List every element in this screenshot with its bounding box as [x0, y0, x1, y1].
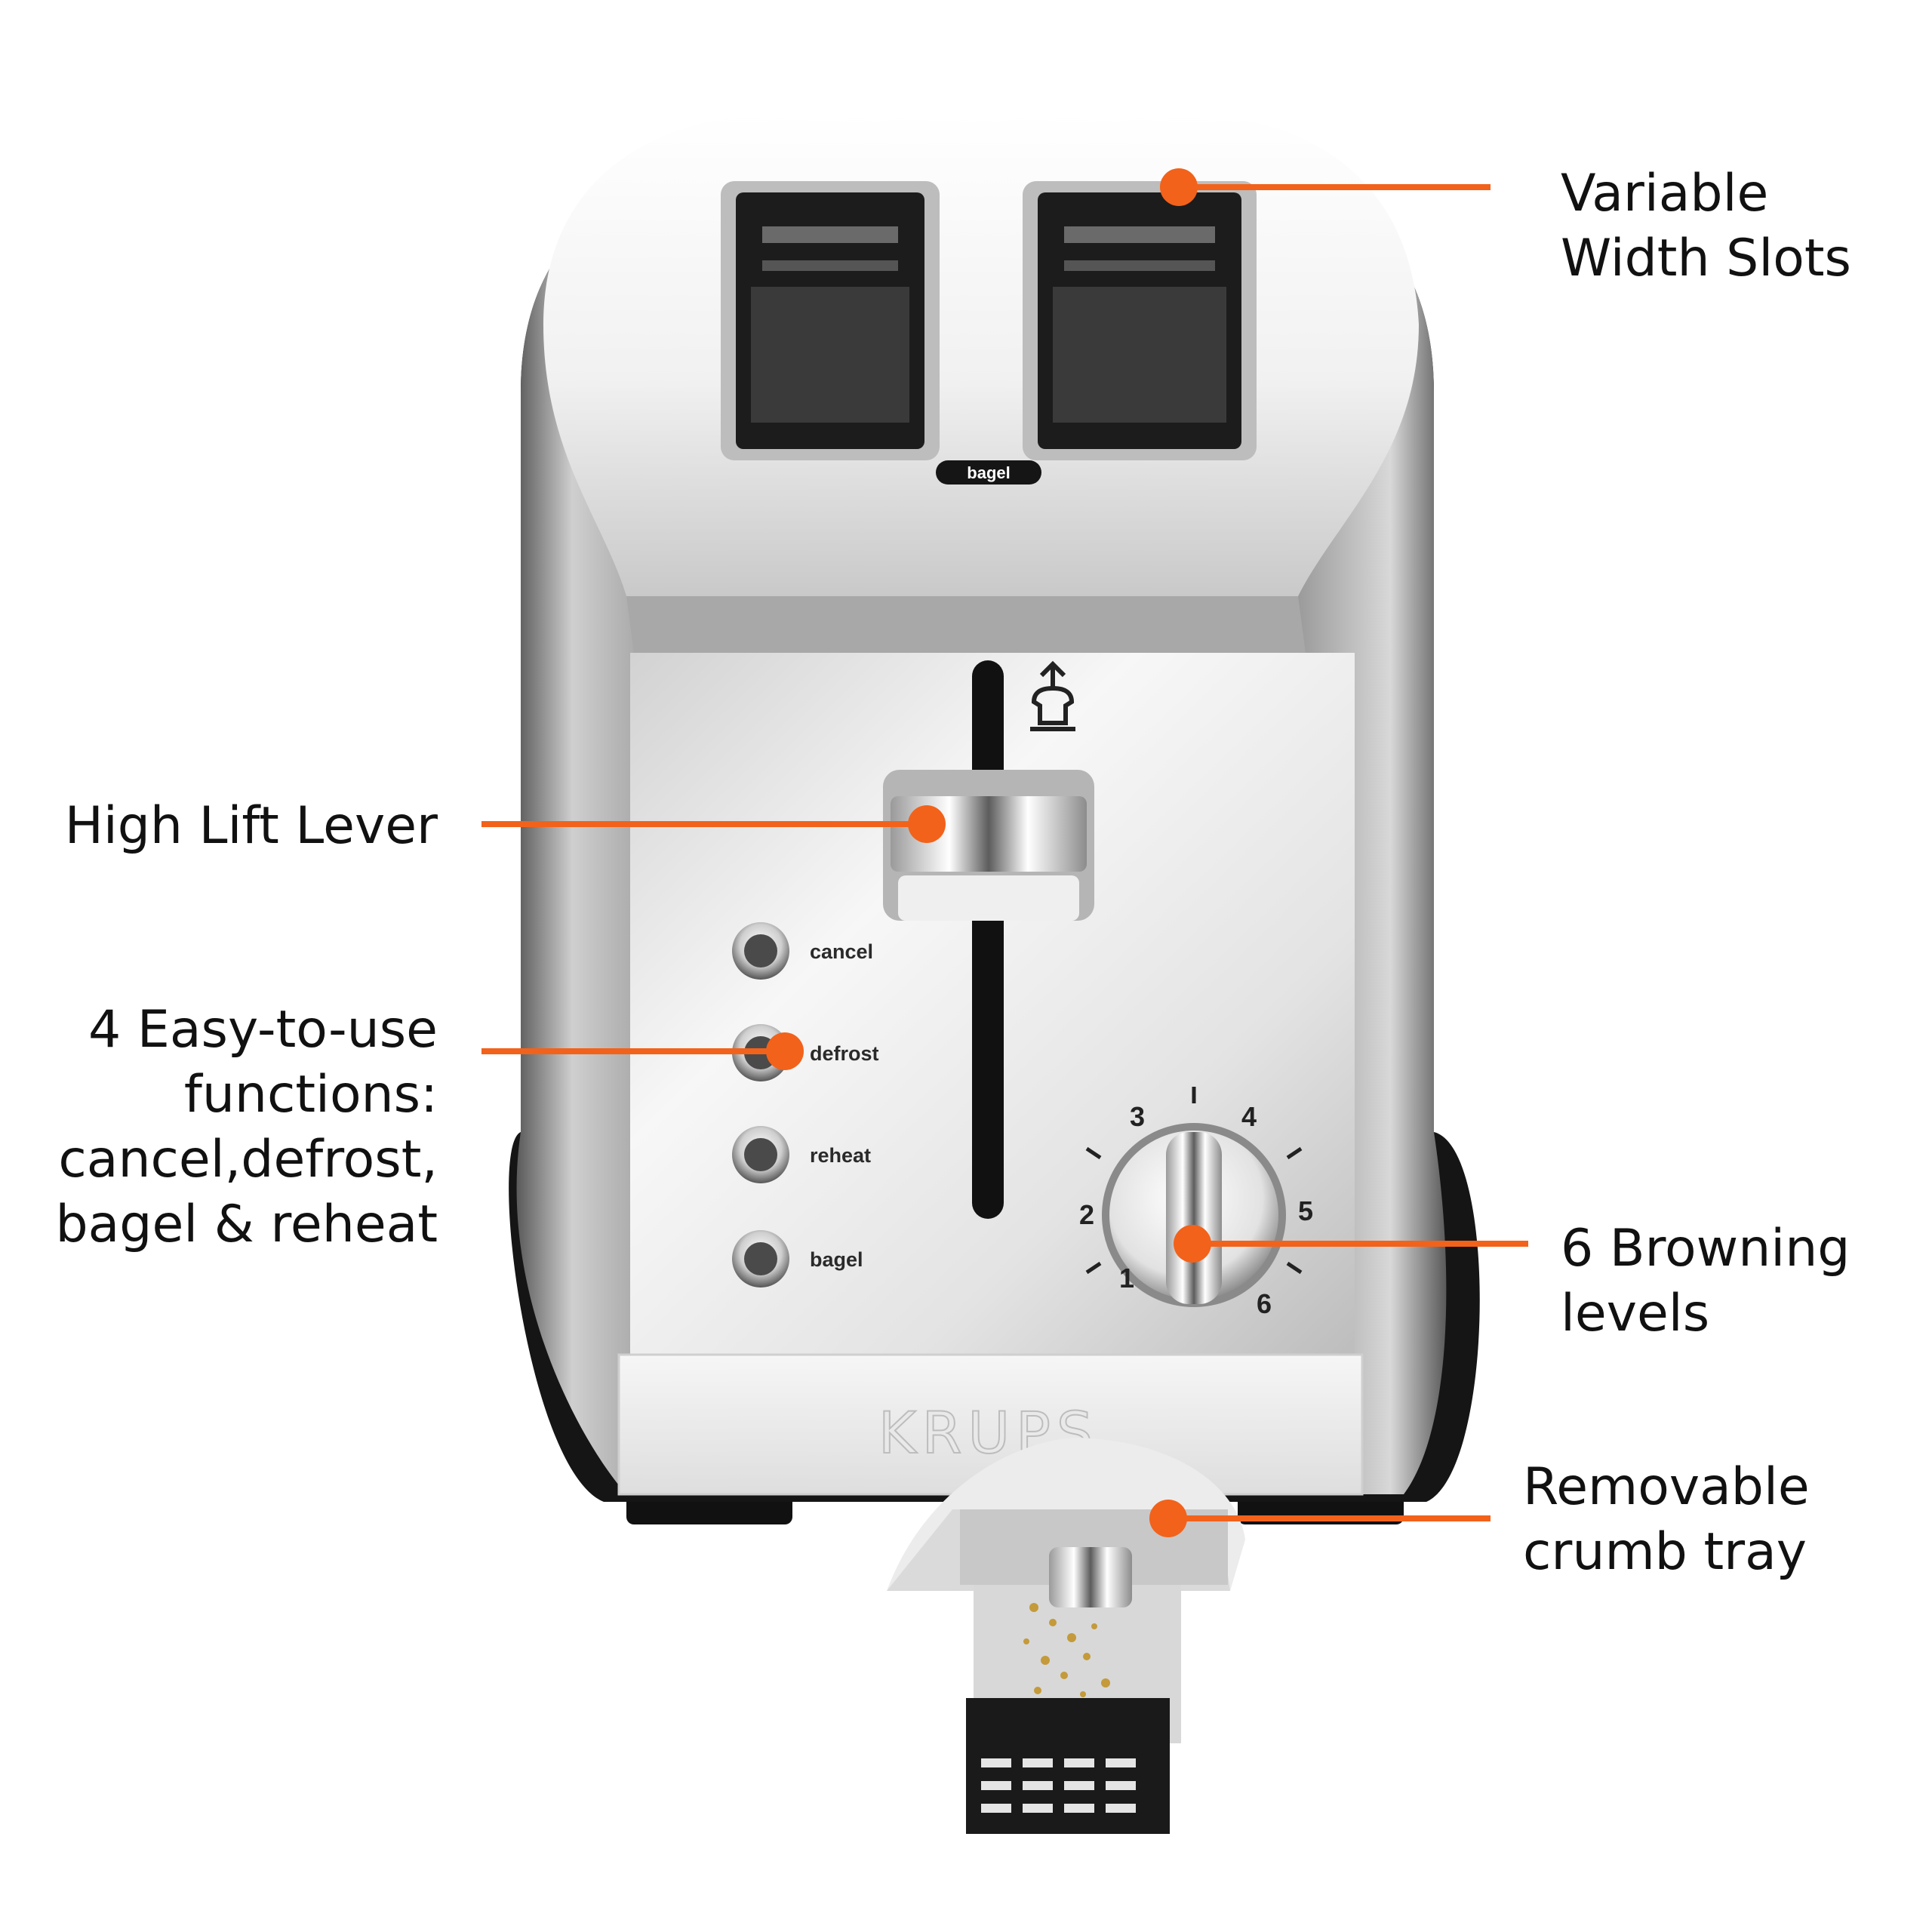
- dial-number-5: 5: [1298, 1195, 1313, 1226]
- callout-line: 4 Easy-to-use: [88, 1000, 438, 1060]
- lever-track: [972, 660, 1004, 1219]
- callout-dots: [766, 168, 1211, 1537]
- callout-line: Width Slots: [1561, 229, 1851, 288]
- crumb-tray-grille: [981, 1758, 1136, 1813]
- browning-dial[interactable]: [1085, 1087, 1303, 1307]
- callout-browning-levels: 6 Browning levels: [1561, 1217, 1850, 1346]
- toaster-top: [543, 113, 1419, 653]
- button-reheat[interactable]: [732, 1126, 789, 1183]
- callout-line: 6 Browning: [1561, 1219, 1850, 1278]
- callout-lines: [481, 184, 1528, 1521]
- callout-line: bagel & reheat: [55, 1195, 438, 1254]
- button-label-reheat: reheat: [810, 1144, 871, 1167]
- callout-crumb-tray: Removable crumb tray: [1523, 1455, 1810, 1585]
- callout-high-lift-lever: High Lift Lever: [45, 794, 438, 859]
- bread-slot-left: [721, 181, 940, 460]
- bagel-badge-label: bagel: [967, 463, 1010, 482]
- button-label-defrost: defrost: [810, 1042, 879, 1065]
- callout-line: levels: [1561, 1284, 1710, 1343]
- callout-line: functions:: [183, 1065, 438, 1124]
- dial-number-6: 6: [1257, 1288, 1272, 1319]
- crumbs: [1023, 1603, 1110, 1697]
- bread-slot-right: [1023, 181, 1257, 460]
- button-bagel[interactable]: [732, 1230, 789, 1287]
- dial-number-4: 4: [1241, 1101, 1257, 1132]
- callout-line: Removable: [1523, 1457, 1810, 1517]
- dial-number-1: 1: [1119, 1263, 1134, 1294]
- callout-line: cancel,defrost,: [58, 1130, 438, 1189]
- callout-functions: 4 Easy-to-use functions: cancel,defrost,…: [45, 998, 438, 1257]
- dial-number-2: 2: [1079, 1199, 1094, 1230]
- high-lift-lever[interactable]: [883, 770, 1094, 921]
- callout-line: crumb tray: [1523, 1522, 1807, 1582]
- button-label-bagel: bagel: [810, 1248, 863, 1271]
- toast-lift-icon: [1030, 660, 1075, 731]
- bagel-slot-badge: bagel: [936, 460, 1041, 485]
- dial-number-3: 3: [1130, 1101, 1145, 1132]
- callout-variable-width-slots: Variable Width Slots: [1561, 162, 1851, 291]
- button-cancel[interactable]: [732, 922, 789, 980]
- callout-line: High Lift Lever: [64, 796, 438, 856]
- crumb-tray[interactable]: [887, 1438, 1245, 1834]
- callout-line: Variable: [1561, 164, 1769, 223]
- dial-ticks: [1085, 1087, 1303, 1275]
- button-label-cancel: cancel: [810, 940, 873, 963]
